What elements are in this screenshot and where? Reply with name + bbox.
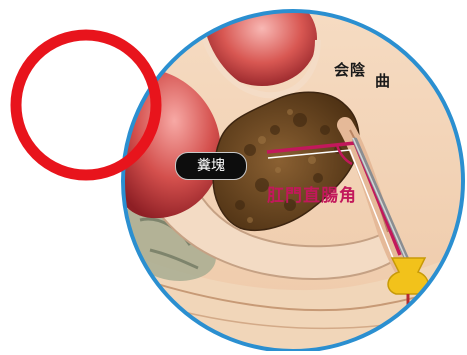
highlight-ring [16, 35, 156, 175]
label-stool-mass: 糞塊 [175, 152, 247, 180]
label-perineal-flexure-cont: 曲 [375, 74, 390, 89]
label-perineal-flexure: 会陰 [334, 63, 366, 78]
label-anorectal-angle: 肛門直腸角 [267, 188, 357, 205]
